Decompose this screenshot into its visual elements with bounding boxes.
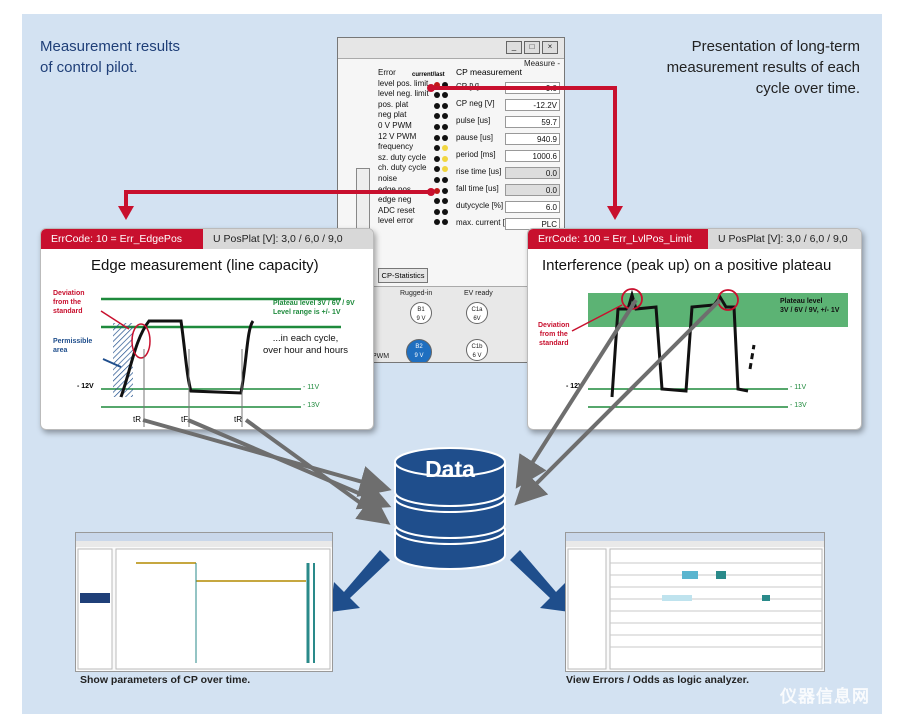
current-last-label: current/last	[412, 72, 445, 78]
minus11-label: - 11V	[303, 384, 320, 391]
thumb-selection	[80, 593, 110, 603]
signal-continuation	[748, 344, 756, 370]
error-row: ADC reset	[378, 206, 458, 217]
error-row: level pos. limit	[378, 79, 458, 90]
cp-row: pause [us]940.9	[456, 133, 562, 147]
thumb-plot	[115, 548, 331, 670]
window-titlebar: _ □ ×	[338, 38, 564, 59]
database-label: Data	[425, 456, 475, 482]
error-row: edge neg	[378, 195, 458, 206]
cp-over-time-screenshot	[75, 532, 333, 672]
cp-row: dutycycle [%]6.0	[456, 201, 562, 215]
t-label: tR	[133, 415, 141, 424]
error-row: level neg. limit	[378, 89, 458, 100]
measure-label: Measure -	[523, 59, 560, 68]
thumb-plot	[609, 548, 823, 670]
thumb-tree	[77, 548, 113, 670]
permissible-pointer	[102, 358, 122, 368]
thumb-event	[716, 571, 726, 579]
uplat-info: U PosPlat [V]: 3,0 / 6,0 / 9,0	[203, 229, 373, 249]
caption-measurement-results: Measurement results of control pilot.	[40, 38, 181, 76]
caption-logic-analyzer: View Errors / Odds as logic analyzer.	[566, 674, 750, 686]
thumb-titlebar	[76, 533, 332, 541]
cp-row: CP neg [V]-12.2V	[456, 99, 562, 113]
permissible-area	[113, 323, 133, 397]
thumb-event	[762, 595, 770, 601]
edge-waveform	[100, 297, 341, 427]
thumb-toolbar	[566, 541, 824, 547]
parameter-timeline-thumbnail	[76, 533, 332, 670]
panel-title: Interference (peak up) on a positive pla…	[542, 257, 832, 274]
cp-statistics-button[interactable]: CP-Statistics	[378, 268, 428, 283]
minus13-label: - 13V	[303, 402, 320, 409]
deviation-circle	[131, 323, 151, 359]
caption-long-term: Presentation of long-term measurement re…	[666, 38, 860, 97]
watermark: 仪器信息网	[780, 687, 870, 706]
errcode-badge: ErrCode: 10 = Err_EdgePos	[41, 229, 203, 249]
cycle-note: ...in each cycle,over hour and hours	[263, 333, 349, 356]
uplat-info: U PosPlat [V]: 3,0 / 6,0 / 9,0	[708, 229, 861, 249]
interference-waveform	[571, 288, 848, 408]
thumb-event	[662, 595, 692, 601]
state-pwm-label: PWM	[372, 353, 390, 360]
state-node-b2: B29 V PWM	[406, 339, 432, 362]
error-row: sz. duty cycle	[378, 153, 458, 164]
minimize-icon[interactable]: _	[506, 41, 522, 54]
t-label: tF	[181, 415, 189, 424]
minus11-label: - 11V	[790, 384, 807, 391]
cp-row: CP [V]9.0	[456, 82, 562, 96]
thumb-tree	[567, 548, 607, 670]
state-ev-ready-label: EV ready	[464, 290, 493, 297]
logic-analyzer-screenshot	[565, 532, 825, 672]
error-row: edge pos	[378, 185, 458, 196]
state-rugged-in-label: Rugged-in	[400, 290, 433, 297]
error-row: frequency	[378, 142, 458, 153]
error-row: pos. plat	[378, 100, 458, 111]
cp-row: fall time [us]0.0	[456, 184, 562, 198]
thumb-event	[682, 571, 698, 579]
error-row: 12 V PWM	[378, 132, 458, 143]
error-row: neg plat	[378, 110, 458, 121]
minus13-label: - 13V	[790, 402, 807, 409]
maximize-icon[interactable]: □	[524, 41, 540, 54]
minus12-label: - 12V	[77, 383, 94, 390]
panel-title: Edge measurement (line capacity)	[91, 257, 319, 274]
close-icon[interactable]: ×	[542, 41, 558, 54]
error-row: ch. duty cycle	[378, 163, 458, 174]
cp-row: pulse [us]59.7	[456, 116, 562, 130]
error-header: Error	[378, 68, 396, 77]
logic-analyzer-thumbnail	[566, 533, 824, 670]
cp-measurement-header: CP measurement	[456, 67, 522, 77]
error-row: level error	[378, 216, 458, 227]
error-list: Error level pos. limit level neg. limit …	[378, 68, 458, 227]
errcode-badge: ErrCode: 100 = Err_LvlPos_Limit	[528, 229, 708, 249]
thumb-titlebar	[566, 533, 824, 541]
minus12-label: - 12V	[566, 383, 583, 390]
t-label: tR	[234, 415, 242, 424]
thumb-toolbar	[76, 541, 332, 547]
edge-signal	[119, 319, 255, 398]
error-row: 0 V PWM	[378, 121, 458, 132]
caption-cp-over-time: Show parameters of CP over time.	[80, 674, 251, 686]
cp-row: period [ms]1000.6	[456, 150, 562, 164]
cp-row: rise time [us]0.0	[456, 167, 562, 181]
error-row: noise	[378, 174, 458, 185]
deviation-pointer	[100, 310, 130, 330]
